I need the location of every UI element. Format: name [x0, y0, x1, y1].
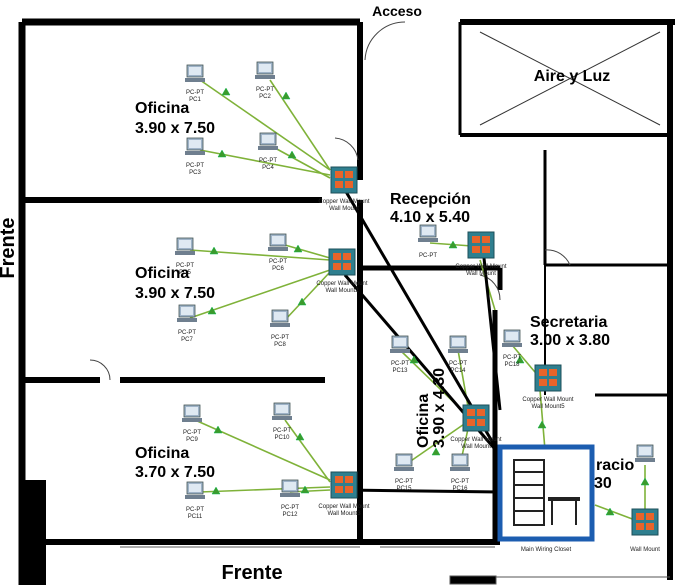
- aire-y-luz-cross: [479, 31, 661, 126]
- room-partial-b: 30: [594, 475, 612, 492]
- pc1-type: PC-PT: [186, 90, 204, 96]
- pc17-name: PC-PT: [419, 253, 437, 259]
- pc7-type: PC-PT: [178, 330, 196, 336]
- room-oficina-2-size: 3.90 x 7.50: [135, 285, 215, 302]
- switch1-line2: Wall Mount: [329, 206, 359, 212]
- switch1-line1: Copper Wall Mount: [318, 199, 369, 205]
- room-secretaria-name: Secretaria: [530, 314, 607, 331]
- windows: [120, 546, 670, 585]
- switch5-line1: Copper Wall Mount: [522, 397, 573, 403]
- switch3-line1: Copper Wall Mount: [318, 504, 369, 510]
- switch6-line1: Copper Wall Mount: [450, 437, 501, 443]
- room-recepcion-size: 4.10 x 5.40: [390, 209, 470, 226]
- pc16-type: PC-PT: [451, 479, 469, 485]
- pc8-name: PC8: [274, 342, 286, 348]
- pc9-type: PC-PT: [183, 430, 201, 436]
- bottom-frente-label: Frente: [221, 562, 282, 584]
- pc15-name: PC15: [396, 486, 412, 492]
- switch2-line2: Wall Mount2: [325, 288, 359, 294]
- door-arcs: [89, 21, 571, 381]
- room-oficina-4-name: Oficina: [415, 394, 432, 448]
- switch3-line2: Wall Mount3: [327, 511, 361, 517]
- pc5-type: PC-PT: [176, 263, 194, 269]
- room-oficina-3-name: Oficina: [135, 445, 189, 462]
- room-oficina-2-name: Oficina: [135, 265, 189, 282]
- pc4-name: PC4: [262, 165, 274, 171]
- top-label: Acceso: [372, 3, 422, 19]
- closet-label: Main Wiring Closet: [521, 547, 572, 553]
- pc14-type: PC-PT: [449, 361, 467, 367]
- pc16-name: PC16: [452, 486, 468, 492]
- switch6-line2: Wall Mount: [461, 444, 491, 450]
- pc7-name: PC7: [181, 337, 193, 343]
- switch2-line1: Copper Wall Mount: [316, 281, 367, 287]
- switch4-line2: Wall Mount: [466, 271, 496, 277]
- pc12-type: PC-PT: [281, 505, 299, 511]
- pc9-name: PC9: [186, 437, 198, 443]
- walls: [18, 18, 675, 585]
- pc1-name: PC1: [189, 97, 201, 103]
- pc3-type: PC-PT: [186, 163, 204, 169]
- pc14-name: PC14: [450, 368, 466, 374]
- pc12-name: PC12: [282, 512, 298, 518]
- pc10-name: PC10: [274, 435, 290, 441]
- pc15-type: PC-PT: [395, 479, 413, 485]
- room-oficina-1-name: Oficina: [135, 100, 189, 117]
- pc2-name: PC2: [259, 94, 271, 100]
- pc10-type: PC-PT: [273, 428, 291, 434]
- main-wiring-closet: [497, 444, 595, 542]
- aire-y-luz-label: Aire y Luz: [534, 68, 610, 85]
- room-oficina-3-size: 3.70 x 7.50: [135, 464, 215, 481]
- pc2-type: PC-PT: [256, 87, 274, 93]
- pc6-name: PC6: [272, 266, 284, 272]
- pc6-type: PC-PT: [269, 259, 287, 265]
- pc18-name: PC18: [504, 362, 520, 368]
- pc5-name: PC5: [179, 270, 191, 276]
- left-frente-label: Frente: [0, 217, 19, 278]
- pc13-name: PC13: [392, 368, 408, 374]
- pc11-type: PC-PT: [186, 507, 204, 513]
- pc3-name: PC3: [189, 170, 201, 176]
- room-partial-a: racio: [596, 457, 634, 474]
- room-secretaria-size: 3.00 x 3.80: [530, 332, 610, 349]
- switch7-line2: Wall Mount: [630, 547, 660, 553]
- room-recepcion-name: Recepción: [390, 191, 471, 208]
- switch-labels: Copper Wall Mount Wall Mount Copper Wall…: [316, 199, 660, 553]
- pc-labels: PC-PT PC1 PC-PT PC2 PC-PT PC3 PC-PT PC4 …: [176, 87, 521, 520]
- switch4-line1: Copper Wall Mount: [455, 264, 506, 270]
- pc18-type: PC-PT: [503, 355, 521, 361]
- pc11-name: PC11: [188, 514, 203, 520]
- room-oficina-4-size: 3.90 x 4.30: [431, 368, 448, 448]
- pc8-type: PC-PT: [271, 335, 289, 341]
- pc13-type: PC-PT: [391, 361, 409, 367]
- switch5-line2: Wall Mount5: [531, 404, 565, 410]
- room-oficina-1-size: 3.90 x 7.50: [135, 120, 215, 137]
- pc4-type: PC-PT: [259, 158, 277, 164]
